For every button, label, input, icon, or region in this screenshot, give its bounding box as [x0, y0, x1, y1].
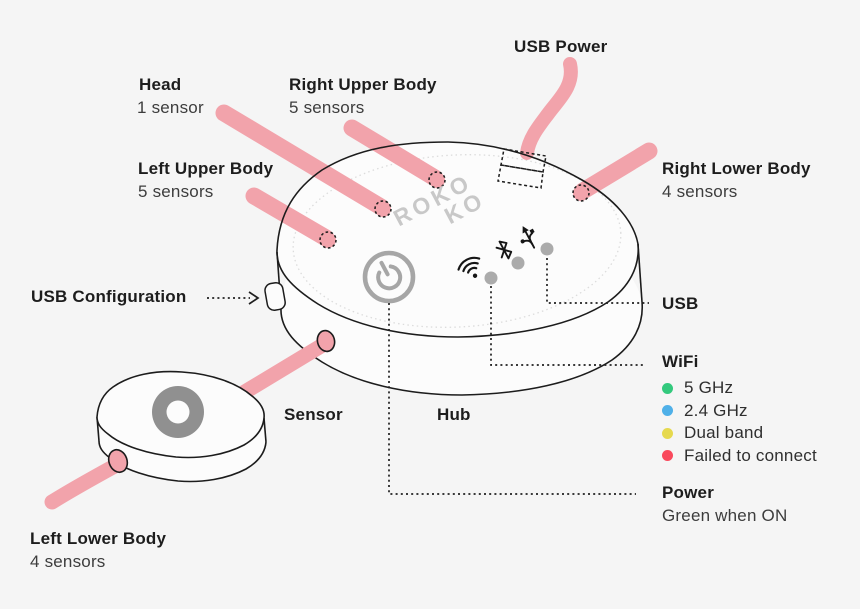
legend-label-24ghz: 2.4 GHz — [684, 400, 748, 420]
wifi-icon — [457, 256, 481, 278]
usb-power-label: USB Power — [514, 37, 608, 56]
usb-configuration-label: USB Configuration — [31, 287, 187, 306]
left-lower-body-label: Left Lower Body — [30, 529, 167, 548]
cable-ports — [319, 171, 590, 249]
wifi-label: WiFi — [662, 352, 699, 371]
usb-label: USB — [662, 294, 699, 313]
legend-row-failed: Failed to connect — [662, 445, 817, 468]
power-description: Green when ON — [662, 506, 788, 525]
power-label: Power — [662, 483, 715, 502]
left-upper-body-cable-port — [319, 231, 337, 249]
status-dot-5ghz — [662, 382, 673, 394]
status-leds — [484, 242, 554, 285]
hub-top-face-outline — [276, 141, 639, 338]
right-upper-body-label: Right Upper Body — [289, 75, 437, 94]
hub-label: Hub — [437, 405, 471, 424]
left-upper-body-sensor-count: 5 sensors — [138, 182, 214, 201]
usb-power-port — [497, 148, 547, 189]
hub-inner-dotted-edge — [292, 154, 622, 328]
right-upper-body-cable-port — [428, 171, 446, 189]
sensor-side-wall-outline — [98, 440, 267, 483]
hub-cable-connector — [316, 329, 336, 353]
usb-configuration-arrowhead — [248, 291, 260, 305]
bluetooth-led — [511, 256, 525, 270]
right-lower-body-sensor-count: 4 sensors — [662, 182, 738, 201]
sensor-right-edge — [263, 417, 267, 443]
legend-row-dual-band: Dual band — [662, 422, 817, 445]
right-lower-body-cable-port — [572, 184, 590, 202]
wifi-leader — [490, 286, 645, 366]
left-upper-body-label: Left Upper Body — [138, 159, 274, 178]
bluetooth-icon — [495, 240, 513, 260]
legend-label-5ghz: 5 GHz — [684, 378, 734, 398]
right-lower-body-cable — [574, 142, 658, 200]
usb-led — [540, 242, 554, 256]
sensor-device — [96, 370, 267, 483]
wifi-status-legend: 5 GHz 2.4 GHz Dual band Failed to connec… — [662, 377, 817, 467]
leader-lines — [207, 258, 649, 495]
legend-row-5ghz: 5 GHz — [662, 377, 817, 400]
usb-configuration-notch — [264, 281, 286, 311]
status-dot-24ghz — [662, 405, 673, 417]
head-cable — [215, 104, 390, 216]
power-icon — [362, 250, 416, 304]
wifi-led — [484, 271, 498, 285]
legend-row-24ghz: 2.4 GHz — [662, 400, 817, 423]
left-upper-body-cable — [245, 187, 335, 247]
sensor-label: Sensor — [284, 405, 343, 424]
usb-power-cable — [520, 57, 578, 160]
right-upper-body-sensor-count: 5 sensors — [289, 98, 365, 117]
legend-label-failed: Failed to connect — [684, 445, 817, 465]
right-upper-body-cable — [343, 119, 444, 187]
hub-outline — [264, 141, 643, 396]
power-leader — [388, 303, 636, 495]
usb-icon — [520, 226, 536, 249]
left-lower-body-sensor-count: 4 sensors — [30, 552, 106, 571]
usb-power-port-front — [497, 164, 544, 189]
usb-power-port-top — [500, 148, 547, 173]
sensor-ring-hole — [166, 400, 190, 424]
head-label: Head — [139, 75, 182, 94]
head-sensor-count: 1 sensor — [137, 98, 204, 117]
sensor-cable-connector — [107, 448, 129, 474]
sensor-cables — [215, 57, 658, 247]
legend-label-dual-band: Dual band — [684, 423, 764, 443]
right-lower-body-label: Right Lower Body — [662, 159, 811, 178]
status-dot-dual-band — [662, 427, 673, 439]
status-dot-failed — [662, 450, 673, 462]
head-cable-port — [374, 200, 392, 218]
